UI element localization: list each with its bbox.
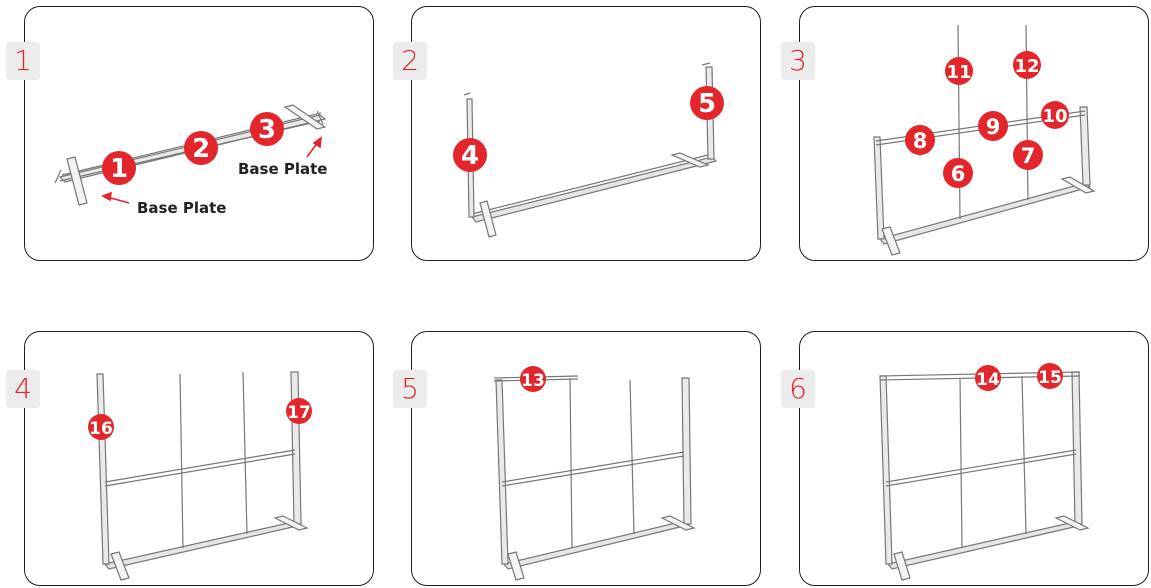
svg-text:16: 16 <box>89 419 113 439</box>
step-panel-6: 6 14 15 <box>781 331 1149 586</box>
step-number: 3 <box>781 42 815 80</box>
frame-diagram: 4 5 <box>453 62 724 238</box>
svg-text:13: 13 <box>521 371 545 391</box>
svg-text:5: 5 <box>698 89 716 119</box>
badge-7: 7 <box>1013 140 1043 170</box>
svg-text:4: 4 <box>461 141 479 171</box>
svg-text:7: 7 <box>1021 144 1036 168</box>
badge-16: 16 <box>88 414 114 440</box>
badge-1: 1 <box>102 151 136 185</box>
step-number: 2 <box>393 42 427 80</box>
badge-13: 13 <box>520 366 546 392</box>
base-plate-label-left: Base Plate <box>137 199 226 217</box>
svg-text:11: 11 <box>946 62 971 83</box>
frame-diagram: 16 17 <box>88 371 312 581</box>
badge-6: 6 <box>943 158 973 188</box>
step-panel-5: 5 13 <box>393 331 761 586</box>
step-number: 5 <box>393 370 427 408</box>
svg-text:12: 12 <box>1014 56 1039 77</box>
svg-text:1: 1 <box>110 154 128 184</box>
step-number: 4 <box>6 370 40 408</box>
badge-11: 11 <box>945 57 973 85</box>
badge-9: 9 <box>978 111 1008 141</box>
frame-diagram: 14 15 <box>879 363 1090 581</box>
step-panel-1: 1 1 2 3 <box>6 6 374 261</box>
badge-4: 4 <box>453 138 487 172</box>
frame-diagram: 11 12 8 9 10 6 7 <box>873 24 1096 256</box>
step-number: 6 <box>781 370 815 408</box>
step-panel-2: 2 4 5 <box>393 6 761 261</box>
badge-2: 2 <box>184 131 218 165</box>
svg-text:2: 2 <box>192 134 210 164</box>
badge-14: 14 <box>975 365 1001 391</box>
badge-8: 8 <box>905 125 935 155</box>
svg-text:15: 15 <box>1038 368 1062 388</box>
svg-text:17: 17 <box>287 403 311 423</box>
badge-12: 12 <box>1013 51 1041 79</box>
svg-text:6: 6 <box>951 162 966 186</box>
step-number: 1 <box>6 42 40 80</box>
svg-text:8: 8 <box>913 129 928 153</box>
frame-diagram: 1 2 3 Base Plate Base Plate <box>54 104 327 217</box>
badge-5: 5 <box>690 86 724 120</box>
svg-text:9: 9 <box>986 115 1001 139</box>
badge-3: 3 <box>250 112 284 146</box>
svg-text:14: 14 <box>976 370 1000 390</box>
badge-17: 17 <box>286 398 312 424</box>
base-plate-label-right: Base Plate <box>238 160 327 178</box>
step-panel-3: 3 11 12 8 <box>781 6 1149 261</box>
svg-text:3: 3 <box>258 115 276 145</box>
frame-diagram: 13 <box>493 366 696 581</box>
step-panel-4: 4 16 17 <box>6 331 374 586</box>
badge-10: 10 <box>1041 101 1069 129</box>
badge-15: 15 <box>1037 363 1063 389</box>
svg-text:10: 10 <box>1042 106 1067 127</box>
